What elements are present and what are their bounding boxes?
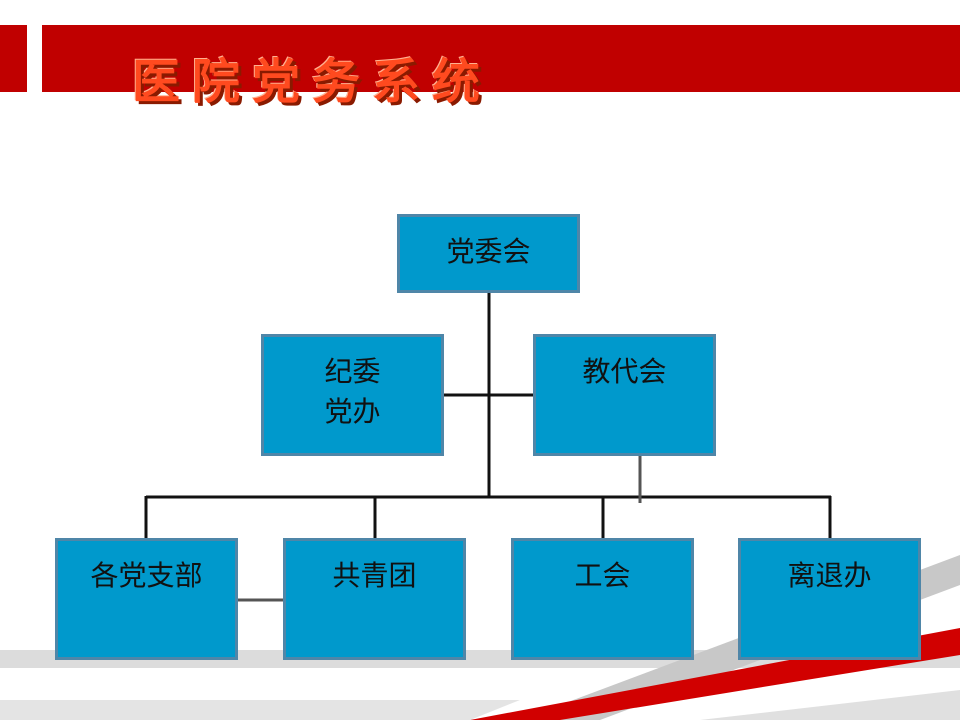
org-node-party-branches: 各党支部 — [55, 538, 238, 660]
org-node-discipline-office: 纪委 党办 — [261, 334, 444, 456]
org-node-labor-union: 工会 — [511, 538, 694, 660]
org-node-label: 党委会 — [446, 235, 531, 268]
org-node-label: 共青团 — [332, 559, 417, 592]
org-node-label: 纪委 — [324, 355, 381, 388]
header-bar — [42, 25, 960, 92]
header-bar-left — [0, 25, 27, 92]
org-node-staff-congress: 教代会 — [533, 334, 716, 456]
org-node-label: 教代会 — [582, 355, 667, 388]
org-node-party-committee: 党委会 — [397, 214, 580, 293]
org-node-youth-league: 共青团 — [283, 538, 466, 660]
org-node-label: 党办 — [324, 395, 381, 428]
org-node-label: 各党支部 — [90, 559, 203, 592]
page-title: 医院党务系统 — [132, 54, 493, 110]
org-node-label: 离退办 — [787, 559, 872, 592]
org-node-retirement-office: 离退办 — [738, 538, 921, 660]
org-node-label: 工会 — [574, 559, 631, 592]
